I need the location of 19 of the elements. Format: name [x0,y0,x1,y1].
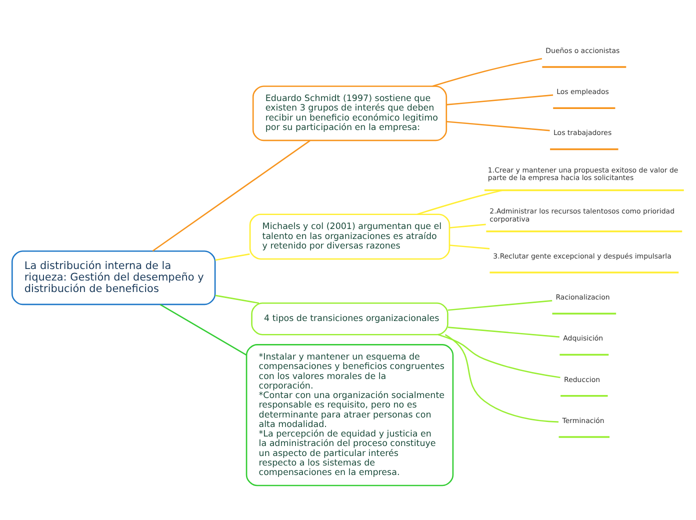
connector [450,244,490,249]
connector [160,304,247,356]
connector [450,223,486,228]
node-box: Michaels y col (2001) argumentan que el talento en las organizaciones es atraído y retenido por diversas razones [249,213,450,260]
connector [215,294,260,304]
node-box: *Instalar y mantener un esquema de compensaciones y beneficios congruentes con los valores morales de la corporación. *Contar con una organización socialmente responsable es requisito, pero no es determinante para atraer personas con alta modalidad. *La percepción de equidad y justicia en la administración del proceso constituye un aspecto de particular interés respecto a los sistemas de compensaciones en la empresa. [246,344,454,486]
connector [417,189,502,214]
connector [152,140,310,252]
node-box: La distribución interna de la riqueza: Gestión del desempeño y distribución de beneficios [11,250,216,305]
connector [215,252,250,260]
connector [444,334,559,422]
connector [448,326,560,338]
connector [432,58,542,86]
connector [438,334,560,378]
node-box: Eduardo Schmidt (1997) sostiene que existen 3 grupos de interés que deben recibir un beneficio económico legitimo por su participación en la empresa: [252,85,448,141]
connector [446,120,550,131]
node-box: 4 tipos de transiciones organizacionales [251,302,448,335]
connector [448,300,552,310]
connector [446,94,554,105]
